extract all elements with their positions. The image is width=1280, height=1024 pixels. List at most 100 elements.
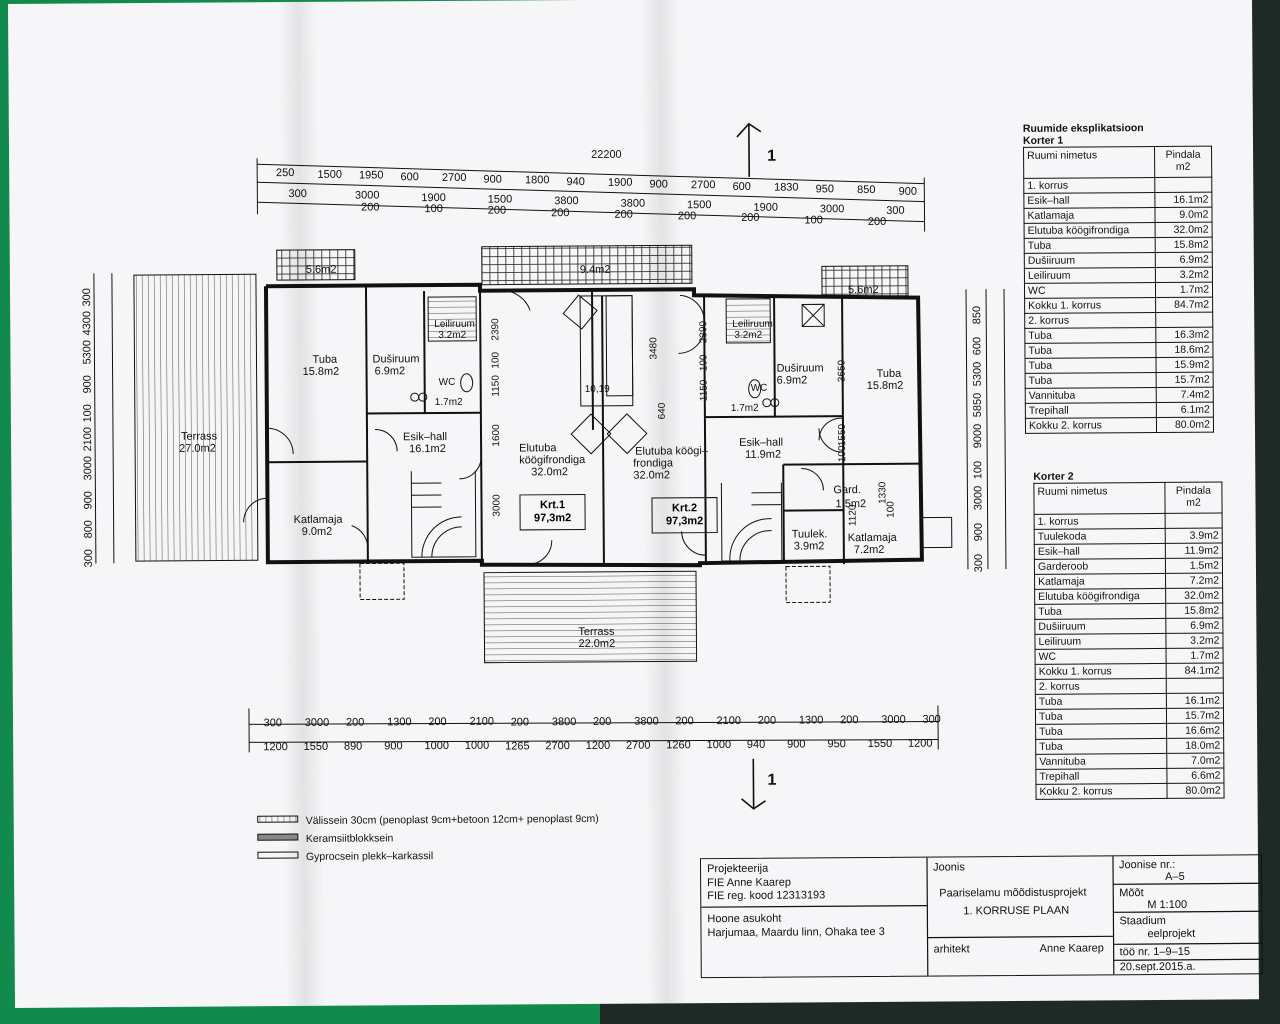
room-tuba1-area: 15.8m2 xyxy=(302,365,340,378)
dimension-label: 2100 xyxy=(81,426,95,451)
dimension-label: 1150 xyxy=(490,375,502,397)
dimension-label: 1550 xyxy=(867,738,893,751)
dimension-label: 100 xyxy=(804,214,823,227)
section-marker-bottom xyxy=(741,758,767,810)
room-elutuba2-line1: Elutuba köögi– xyxy=(635,445,708,458)
room-katlamaja2-name: Katlamaja xyxy=(847,531,897,545)
dimension-label: 300 xyxy=(922,713,941,726)
room-esik2-name: Esik–hall xyxy=(739,436,784,449)
dimension-label: 200 xyxy=(757,714,777,727)
dimension-label: 200 xyxy=(741,212,760,225)
room-name-cell: Vannituba xyxy=(1025,387,1157,404)
dimension-label: 1260 xyxy=(666,739,691,752)
dimension-label: 300 xyxy=(886,205,905,218)
dimension-label: 900 xyxy=(384,740,403,753)
tb-arhitekt: Anne Kaarep xyxy=(1039,942,1104,955)
room-wc1-area: 1.7m2 xyxy=(434,396,463,409)
room-area-cell xyxy=(1165,513,1223,529)
dimension-label: 2700 xyxy=(625,739,651,752)
room-name-cell: Kokku 2. korrus xyxy=(1025,417,1157,434)
terrace-bottom-area: 22.0m2 xyxy=(578,637,616,651)
dimension-label: 2700 xyxy=(545,739,570,752)
room-area-cell: 3.9m2 xyxy=(1165,528,1223,544)
dimension-label: 3000 xyxy=(491,494,503,517)
dimension-label: 1300 xyxy=(798,714,824,727)
room-name-cell: Tuba xyxy=(1024,342,1156,359)
tb-projekteerija-2: FIE reg. kood 12313193 xyxy=(707,889,826,903)
apartment-1-area: 97,3m2 xyxy=(533,512,572,525)
room-katlamaja1-name: Katlamaja xyxy=(293,513,343,527)
dimension-label: 900 xyxy=(81,374,94,393)
apartment-1-badge: Krt.1 97,3m2 xyxy=(519,493,586,531)
room-area-cell: 16.1m2 xyxy=(1154,192,1212,208)
dimension-label: 600 xyxy=(732,180,751,193)
entrance-step-left xyxy=(359,562,405,601)
section-label-top: 1 xyxy=(767,147,777,165)
dimension-label: 200 xyxy=(551,206,570,219)
room-gard-area: 1.5m2 xyxy=(835,498,867,511)
korter1-col-name: Ruumi nimetus xyxy=(1023,146,1155,179)
room-area-cell: 32.0m2 xyxy=(1165,588,1223,604)
room-area-cell xyxy=(1155,312,1213,328)
sauna-bench-right xyxy=(725,298,771,344)
room-esik1-area: 16.1m2 xyxy=(409,442,446,456)
room-name-cell: Katlamaja xyxy=(1034,573,1166,590)
tb-too-nr: töö nr. 1–9–15 xyxy=(1119,945,1191,959)
legend-text-1: Välissein 30cm (penoplast 9cm+betoon 12c… xyxy=(305,812,599,827)
room-katlamaja1-area: 9.0m2 xyxy=(301,525,333,538)
room-name-cell: Tuba xyxy=(1025,372,1157,389)
room-area-cell: 15.8m2 xyxy=(1165,603,1223,619)
room-dusiruum2-name: Duširuum xyxy=(776,362,824,375)
tb-asukoht-label: Hoone asukoht xyxy=(707,912,782,926)
legend-text-2: Keramsiitblokksein xyxy=(305,832,394,845)
dimension-label: 5850 xyxy=(971,392,984,418)
dimension-label: 100 xyxy=(81,403,94,422)
dimension-label: 3000 xyxy=(82,455,95,480)
dimension-label: 100 xyxy=(885,501,897,518)
room-name-cell: Kokku 2. korrus xyxy=(1035,783,1168,800)
dimension-label: 1000 xyxy=(424,740,450,753)
room-area-cell: 3.2m2 xyxy=(1165,633,1224,649)
dimension-label: 850 xyxy=(971,306,984,325)
floor-plan-drawing xyxy=(93,0,1007,1007)
dimension-label: 1550 xyxy=(836,423,849,447)
room-name-cell: Tuba xyxy=(1024,237,1156,254)
room-area-cell: 7.2m2 xyxy=(1165,573,1223,589)
dimension-label: 600 xyxy=(400,170,419,184)
room-name-cell: Esik–hall xyxy=(1034,543,1166,560)
tb-projekteerija-1: FIE Anne Kaarep xyxy=(707,876,791,890)
dimension-label: 3480 xyxy=(648,337,660,360)
dimension-label: 300 xyxy=(82,548,95,567)
balcony-area-3: 5.6m2 xyxy=(847,283,879,297)
room-area-cell: 3.2m2 xyxy=(1155,267,1213,283)
tb-staadium: eelprojekt xyxy=(1147,927,1196,941)
room-tuulek-area: 3.9m2 xyxy=(793,540,825,553)
dimension-label: 2700 xyxy=(690,179,716,192)
dimension-label: 1200 xyxy=(907,737,933,751)
apartment-2-badge: Krt.2 97,3m2 xyxy=(651,497,718,534)
dimension-label: 3000 xyxy=(819,203,845,216)
balcony-area-2: 9.4m2 xyxy=(579,263,611,277)
apartment-2-name: Krt.2 xyxy=(671,502,698,515)
dimension-label: 1300 xyxy=(387,716,412,729)
room-area-cell: 6.6m2 xyxy=(1166,768,1224,784)
dimension-label: 1550 xyxy=(303,740,329,754)
dimension-label: 3800 xyxy=(554,195,579,208)
dimension-label: 200 xyxy=(428,716,447,729)
room-name-cell: Garderoob xyxy=(1034,558,1166,575)
room-name-cell: Tuba xyxy=(1035,693,1167,710)
tb-arhitekt-label: arhitekt xyxy=(933,943,970,956)
